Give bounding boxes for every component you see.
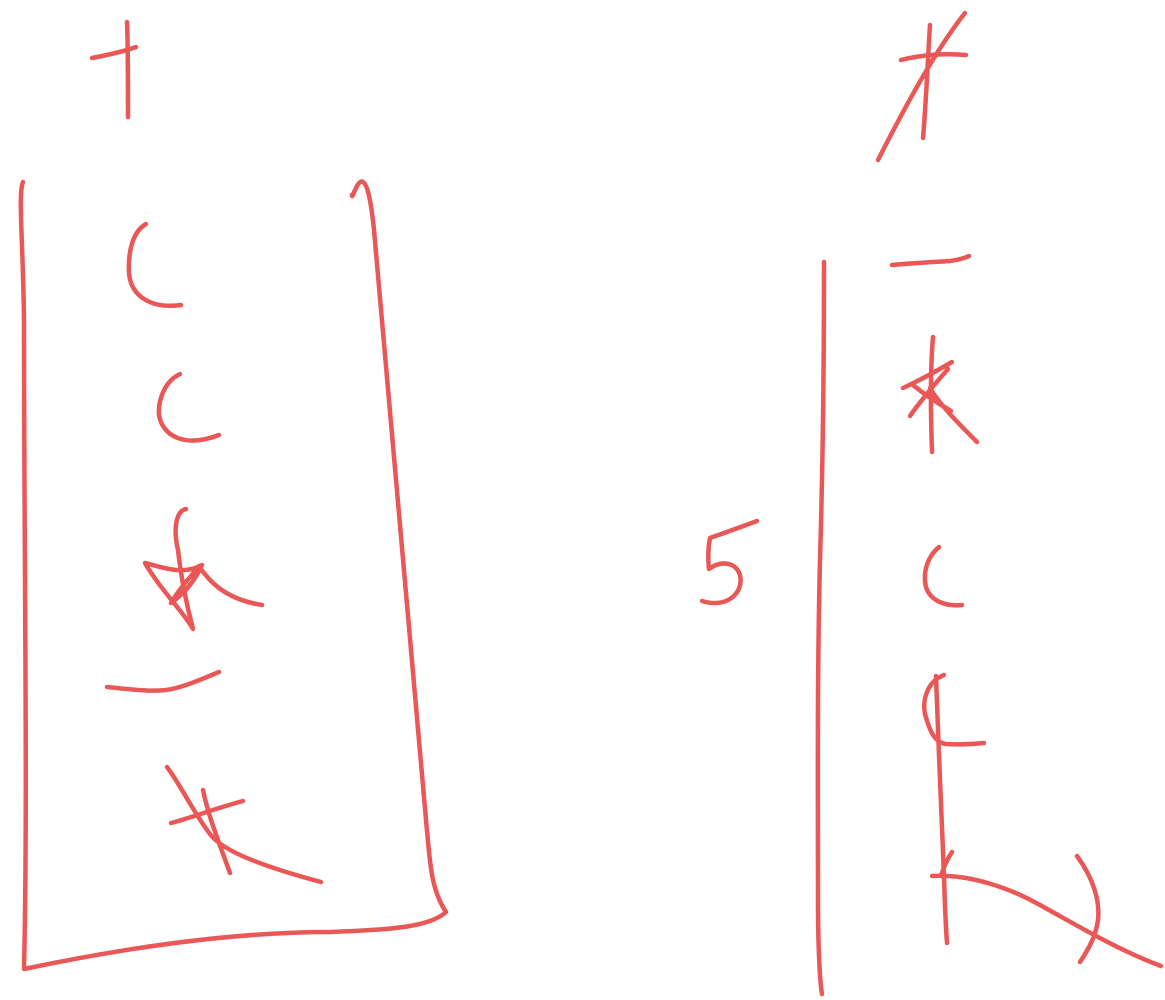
cross-scribble-icon-1 — [164, 764, 324, 885]
dash-curve-icon — [104, 669, 222, 693]
star-scribble-icon-1 — [142, 506, 265, 632]
c-curve-icon-1 — [126, 221, 184, 308]
vertical-divider-icon — [815, 259, 827, 997]
left-top-plus-icon — [89, 19, 139, 120]
right-crossed-plus-icon — [875, 10, 969, 163]
left-sketch-group — [18, 19, 449, 972]
left-box-icon — [18, 179, 449, 972]
c-curve-icon-3 — [922, 544, 965, 608]
c-curve-icon-2 — [156, 371, 222, 443]
number-five-label: 5 — [694, 512, 755, 608]
cross-scribble-icon-2 — [929, 849, 1164, 969]
five-digit-icon — [699, 518, 760, 606]
dash-icon — [889, 253, 972, 268]
star-scribble-icon-2 — [900, 334, 980, 455]
plus-curve-icon — [922, 672, 987, 946]
right-sketch-group — [699, 10, 1164, 997]
closing-bracket-icon — [1074, 853, 1101, 965]
